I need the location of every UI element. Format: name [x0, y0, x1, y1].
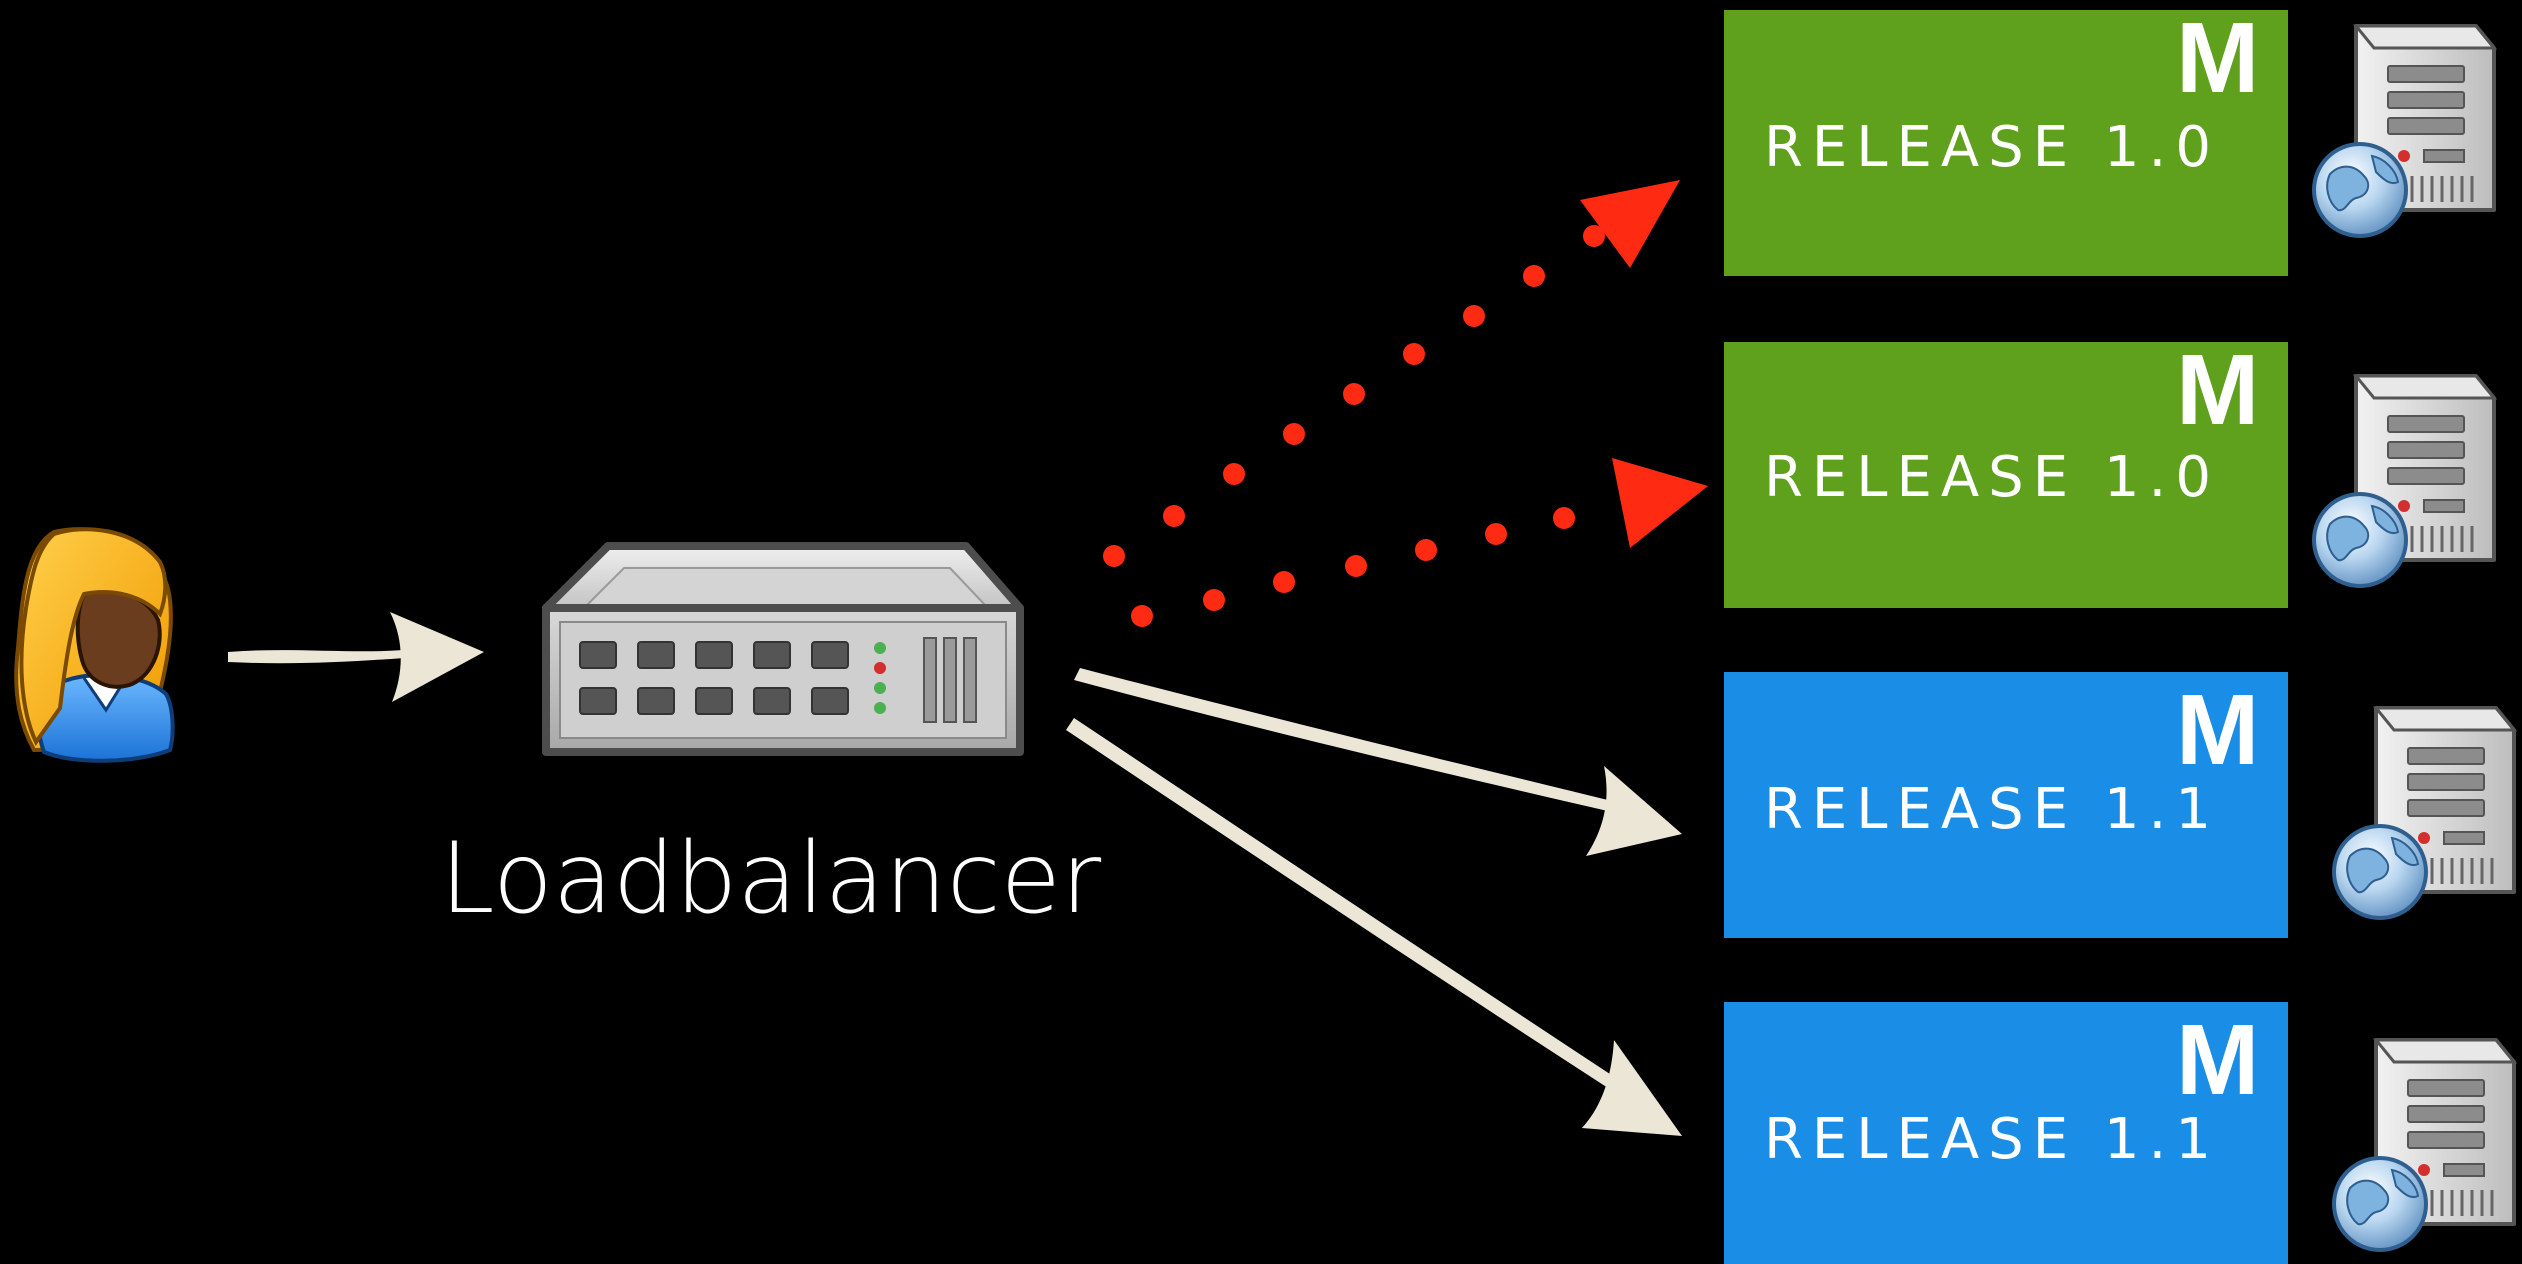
server-release-box-2: M RELEASE 1.0: [1724, 334, 2288, 608]
user-icon: [14, 527, 175, 763]
web-server-icon: [2312, 374, 2498, 588]
globe-icon: [2312, 492, 2408, 588]
release-label: RELEASE 1.1: [1764, 777, 2220, 842]
server-badge: M: [2176, 334, 2259, 446]
server-box-background: [1724, 10, 2288, 276]
web-server-icon: [2332, 706, 2518, 920]
web-server-icon: [2332, 1038, 2518, 1252]
server-badge: M: [2176, 1004, 2259, 1116]
server-release-box-3: M RELEASE 1.1: [1724, 672, 2288, 938]
globe-icon: [2332, 824, 2428, 920]
active-route-to-server-4: [1066, 718, 1682, 1136]
release-label: RELEASE 1.1: [1764, 1107, 2220, 1172]
web-server-icon: [2312, 24, 2498, 238]
globe-icon: [2312, 142, 2408, 238]
server-box-background: [1724, 1002, 2288, 1264]
loadbalancer-label: Loadbalancer: [440, 822, 1102, 936]
server-box-background: [1724, 672, 2288, 938]
server-badge: M: [2176, 674, 2259, 786]
active-route-to-server-3: [1074, 668, 1682, 856]
network-switch-icon: [542, 542, 1024, 756]
server-release-box-4: M RELEASE 1.1: [1724, 1002, 2288, 1264]
globe-icon: [2332, 1156, 2428, 1252]
server-release-box-1: M RELEASE 1.0: [1724, 2, 2288, 276]
arrow-user-to-loadbalancer: [228, 612, 484, 702]
server-badge: M: [2176, 2, 2259, 114]
server-box-background: [1724, 342, 2288, 608]
release-label: RELEASE 1.0: [1764, 115, 2220, 180]
inactive-route-to-server-1: [1103, 180, 1680, 567]
release-label: RELEASE 1.0: [1764, 445, 2220, 510]
inactive-route-to-server-2: [1131, 458, 1708, 627]
